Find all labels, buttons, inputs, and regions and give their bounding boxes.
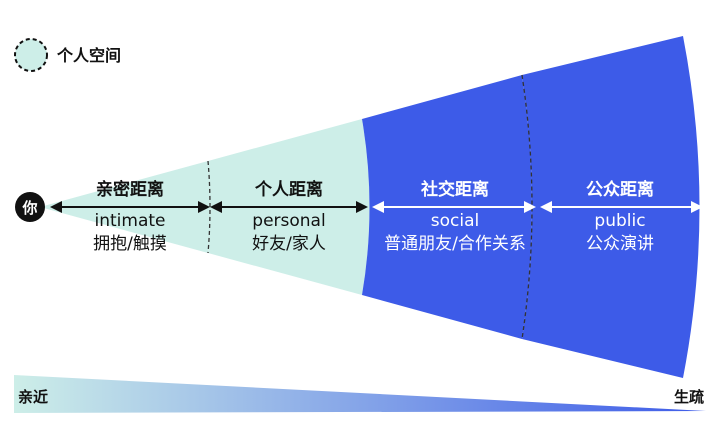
zone-public-en: public [594, 211, 645, 231]
zone-personal-title: 个人距离 [254, 179, 323, 200]
arrow-personal [210, 201, 368, 213]
zone-public-labels: 公众距离 public 公众演讲 [586, 179, 654, 254]
arrow-social-head-right [524, 201, 536, 213]
zone-public-cn: 公众演讲 [586, 234, 654, 254]
zone-intimate-labels: 亲密距离 intimate 拥抱/触摸 [93, 179, 167, 254]
zone-social-en: social [431, 211, 479, 231]
zone-intimate-en: intimate [95, 211, 166, 231]
closeness-gradient-bar [14, 375, 706, 413]
zone-social-title: 社交距离 [420, 179, 489, 200]
you-circle [15, 192, 45, 222]
zone-social-labels: 社交距离 social 普通朋友/合作关系 [384, 179, 526, 254]
zone-public-title: 公众距离 [586, 179, 654, 200]
scale-near-label: 亲近 [18, 388, 48, 406]
zone-personal-en: personal [252, 211, 325, 231]
legend-label: 个人空间 [56, 46, 121, 65]
arrow-public [540, 201, 703, 213]
arrow-intimate [50, 201, 210, 213]
scale-far-label: 生疏 [674, 388, 704, 406]
zone-intimate-title: 亲密距离 [96, 179, 164, 200]
arrow-personal-head-left [210, 201, 222, 213]
divider-social-public [521, 74, 533, 340]
arrow-public-head-right [691, 201, 703, 213]
zone-personal-labels: 个人距离 personal 好友/家人 [252, 179, 326, 254]
arrow-social-head-left [372, 201, 384, 213]
legend-swatch [14, 38, 48, 72]
zone-intimate-cn: 拥抱/触摸 [93, 234, 167, 254]
zone-personal-cn: 好友/家人 [252, 234, 326, 254]
closeness-scale: 亲近 生疏 [14, 375, 706, 413]
zone-social-cn: 普通朋友/合作关系 [384, 234, 526, 254]
distance-arrows [50, 201, 703, 213]
you-label: 你 [21, 199, 37, 217]
arrow-intimate-head-right [198, 201, 210, 213]
legend: 个人空间 [14, 38, 121, 72]
arrow-social [372, 201, 536, 213]
you-marker: 你 [15, 192, 45, 222]
arrow-intimate-head-left [50, 201, 62, 213]
arrow-public-head-left [540, 201, 552, 213]
arrow-personal-head-right [356, 201, 368, 213]
divider-intimate-personal [207, 160, 211, 254]
